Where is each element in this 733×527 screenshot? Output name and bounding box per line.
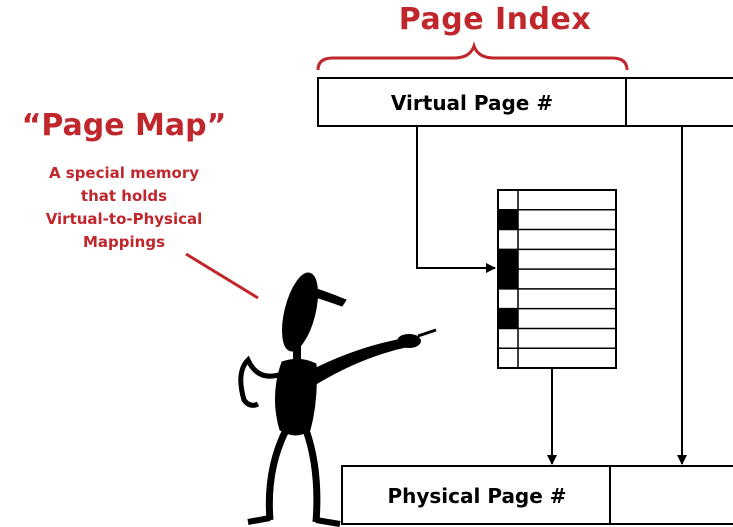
page-map-flag-marked (498, 209, 518, 230)
callout-pointer-line (185, 252, 259, 300)
pointing-figure-illustration (238, 272, 437, 527)
page-index-label: Page Index (398, 2, 592, 37)
physical-page-number-label: Physical Page # (387, 484, 567, 508)
page-map-callout-title: “Page Map” (21, 108, 227, 143)
page-index-brace (316, 41, 629, 71)
page-map-callout-description: A special memory that holds Virtual-to-P… (0, 162, 248, 254)
index-arrow (416, 126, 496, 273)
callout-line: A special memory (48, 164, 200, 182)
callout-line: that holds (80, 187, 168, 205)
page-map-flag-marked (498, 308, 518, 329)
callout-line: Virtual-to-Physical (45, 210, 203, 228)
page-map-flag-marked (498, 269, 518, 289)
physical-address-register (341, 465, 733, 525)
virtual-address-register (317, 77, 733, 127)
page-map-flag-marked (498, 249, 518, 270)
virtual-page-number-label: Virtual Page # (390, 91, 554, 115)
callout-line: Mappings (82, 233, 165, 251)
page-map-table (497, 189, 617, 369)
